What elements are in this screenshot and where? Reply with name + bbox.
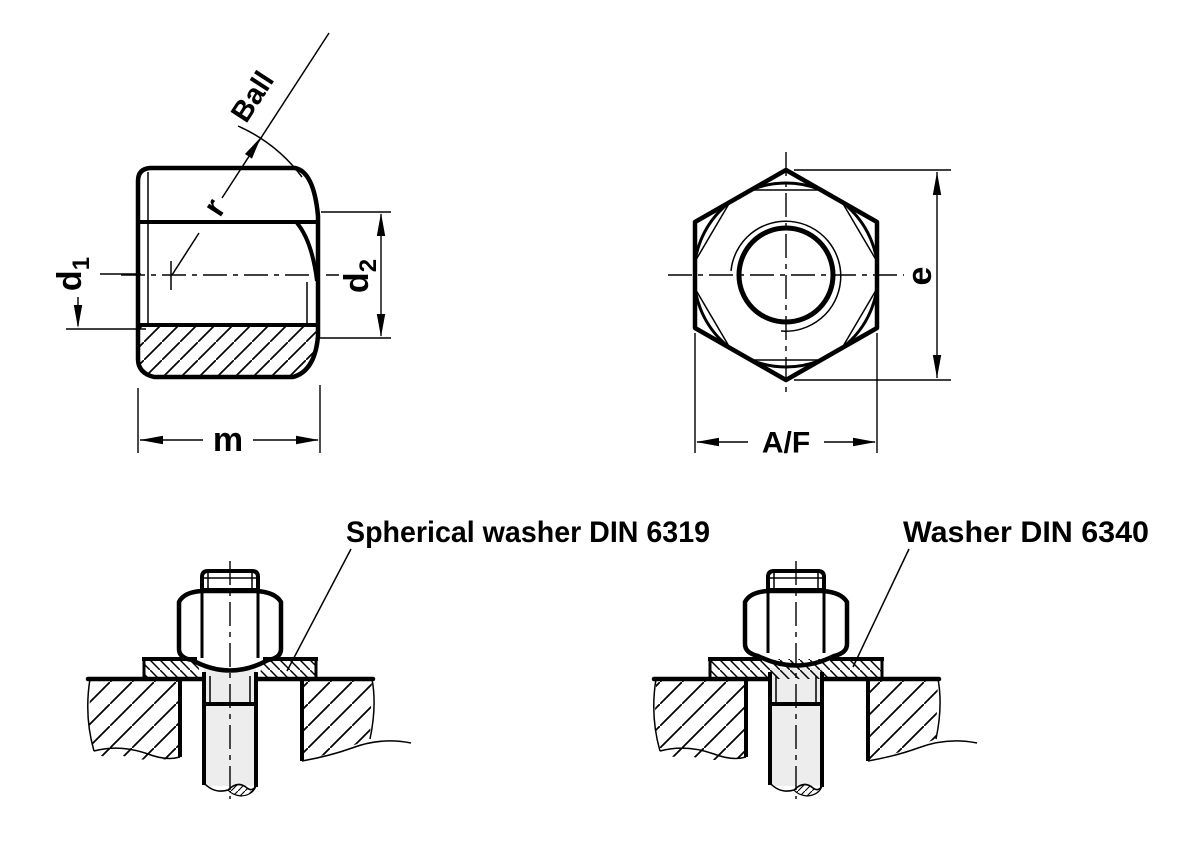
plate-break-lines [87,678,412,762]
plate-hole-edges [178,679,304,761]
plate-hole-edges [744,679,870,761]
washer-side-edges [708,659,884,679]
dim-label-r: r [196,192,233,222]
side-view-figure: r Ball d1 d2 m [51,32,391,459]
assembly-flat-washer: Washer DIN 6340 [651,516,1149,799]
radius-leader-line [171,32,330,276]
plate-hatch-right [302,679,372,761]
radius-arrowhead [244,137,261,159]
stud-end [200,569,260,592]
plate-hatch-left [654,679,746,761]
dim-label-d1: d1 [51,257,95,291]
nut-section-hatch [138,325,318,377]
dimension-d2: d2 [320,211,391,339]
dimension-m: m [137,385,321,459]
dim-label-af: A/F [762,427,810,460]
washer-side-edges [142,659,318,679]
dimension-af: A/F [694,333,878,460]
plate-hatch-right [868,679,938,761]
stud-thread-lines [775,676,817,702]
sphere-arc [237,125,303,178]
stud-break-hatch [793,783,823,797]
washer-hatch [710,659,882,679]
nut-facet-lines [200,592,260,658]
plate-hatch-left [88,679,180,761]
caption-spherical-washer: Spherical washer DIN 6319 [346,516,710,549]
dimension-d1: d1 [51,257,146,330]
washer-hatch-left [144,659,201,679]
stud-thread-lines [209,676,251,702]
leader-line [852,548,910,668]
stud-end [766,569,826,592]
stud-outline [768,672,824,787]
dim-label-m: m [213,421,243,459]
stud-break-hatch [227,783,257,797]
top-view-figure: e A/F [668,152,951,460]
stud-outline [202,672,258,787]
thread-major-arc [730,220,842,332]
nut-facet-lines [766,592,826,653]
sphere-profile-curve [295,221,319,282]
dimension-e: e [794,169,951,381]
leader-line [286,548,352,672]
assembly-spherical-washer: Spherical washer DIN 6319 [85,516,710,799]
caption-flat-washer: Washer DIN 6340 [903,516,1149,549]
dim-label-d2: d2 [338,259,382,293]
plate-break-lines [653,678,978,762]
dim-label-e: e [901,267,939,286]
